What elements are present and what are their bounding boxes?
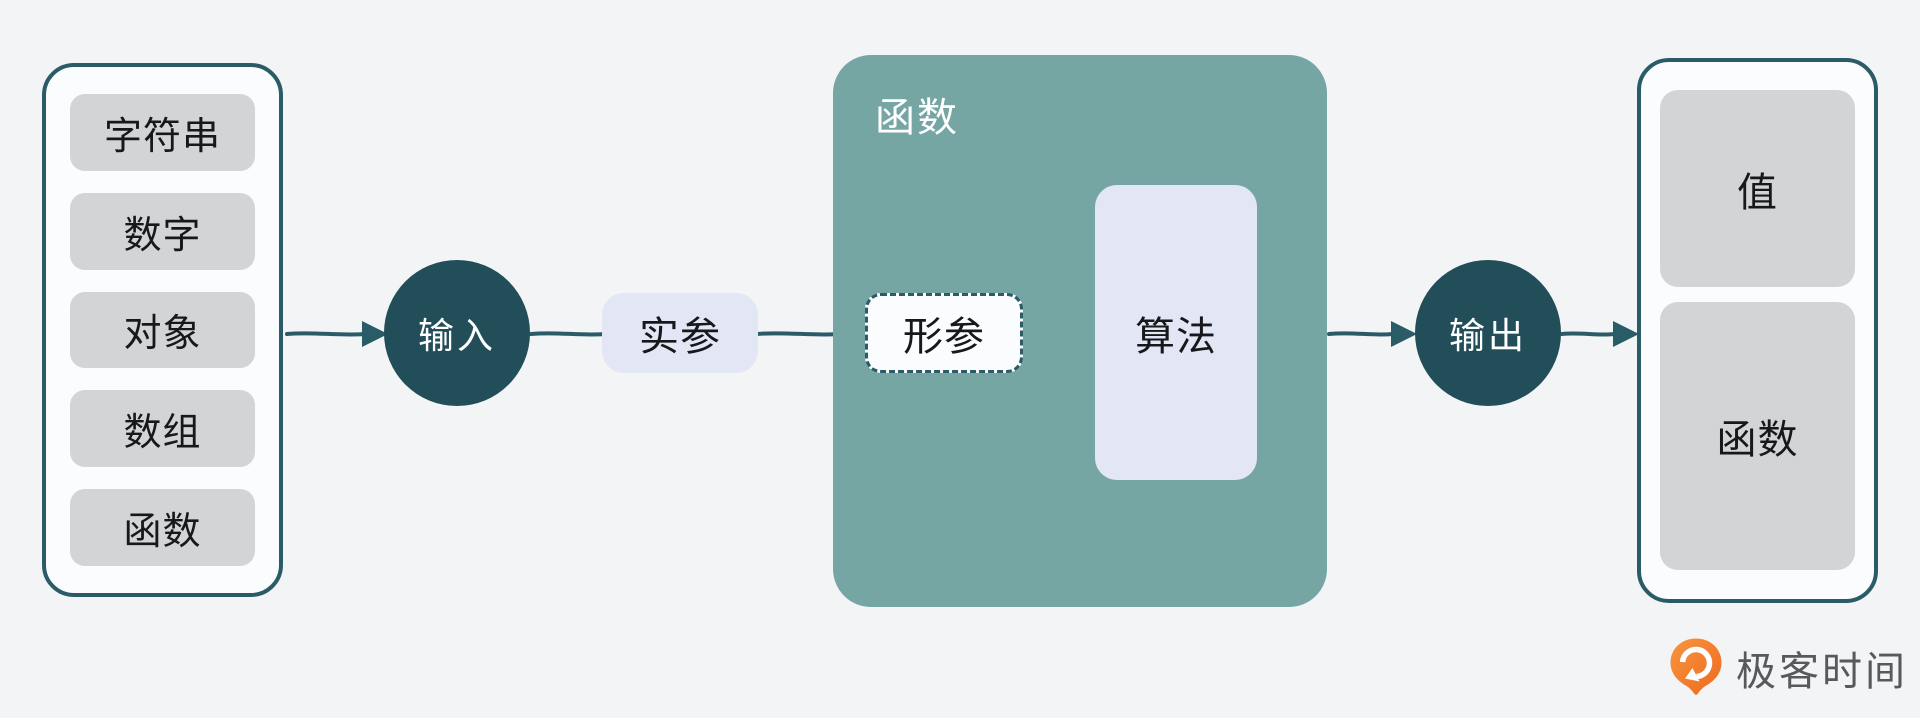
input-node: 输入 bbox=[384, 260, 530, 406]
connector-input-to-actual-param bbox=[529, 331, 606, 337]
result-function: 函数 bbox=[1660, 302, 1855, 570]
formal-param-node: 形参 bbox=[865, 293, 1023, 373]
input-type-array: 数组 bbox=[70, 390, 255, 468]
function-box-title: 函数 bbox=[875, 96, 959, 140]
output-results-box: 值 函数 bbox=[1637, 58, 1878, 603]
input-type-string: 字符串 bbox=[70, 94, 255, 171]
geektime-logo: 极客时间 bbox=[1666, 636, 1908, 699]
actual-param-node: 实参 bbox=[602, 293, 758, 373]
arrow-output-to-results bbox=[1560, 321, 1639, 347]
input-type-function: 函数 bbox=[70, 489, 255, 566]
output-node: 输出 bbox=[1415, 260, 1561, 406]
input-type-object: 对象 bbox=[70, 291, 255, 369]
arrow-function-to-output bbox=[1327, 321, 1417, 347]
result-value: 值 bbox=[1660, 90, 1855, 287]
input-type-number: 数字 bbox=[70, 192, 255, 270]
algorithm-node: 算法 bbox=[1095, 185, 1257, 480]
function-box: 函数 形参 算法 bbox=[833, 55, 1327, 607]
input-types-box: 字符串 数字 对象 数组 函数 bbox=[42, 63, 283, 597]
arrow-sources-to-input bbox=[285, 321, 388, 347]
geektime-logo-text: 极客时间 bbox=[1736, 649, 1908, 694]
geektime-logo-icon bbox=[1670, 638, 1722, 695]
